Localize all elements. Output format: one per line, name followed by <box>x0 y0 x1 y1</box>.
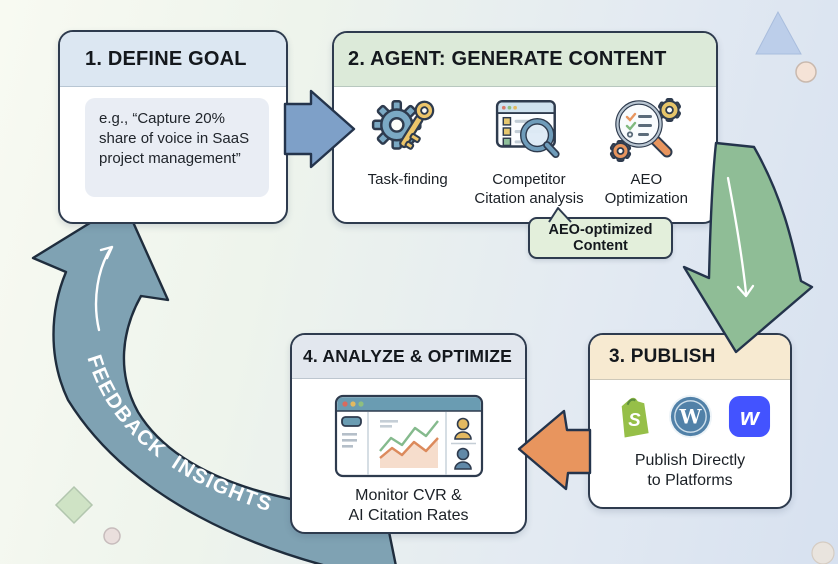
goal-example-box: e.g., “Capture 20% share of voice in Saa… <box>85 98 269 197</box>
circle-decoration-top <box>795 61 817 83</box>
analyze-caption: Monitor CVR & AI Citation Rates <box>348 487 469 525</box>
step-2-title: 2. AGENT: GENERATE CONTENT <box>348 48 667 70</box>
step-3-publish-card: 3. PUBLISH S W w Publish Directly to Pla… <box>588 333 792 509</box>
step-4-analyze-card: 4. ANALYZE & OPTIMIZE <box>290 333 527 534</box>
diamond-decoration <box>54 485 94 525</box>
aeo-optimization-label: AEO <box>630 171 663 188</box>
green-arrow-direction-head <box>736 284 755 298</box>
analytics-dashboard-icon <box>292 394 525 478</box>
wordpress-icon: W <box>668 394 712 439</box>
step-1-title: 1. DEFINE GOAL <box>85 47 247 70</box>
step-2-generate-content-card: 2. AGENT: GENERATE CONTENT <box>332 31 718 224</box>
key-shape <box>398 100 434 150</box>
gear-key-icon <box>369 87 447 171</box>
shopify-icon: S <box>621 397 649 438</box>
competitor-analysis-label: Competitor <box>492 171 566 188</box>
task-finding-item: Task-finding <box>348 87 467 209</box>
feedback-direction-arrow <box>94 246 113 332</box>
webflow-icon: w <box>728 395 770 438</box>
arrow-step3-to-step4 <box>517 409 592 491</box>
circle-decoration-bottom-right <box>811 541 835 564</box>
step-4-title: 4. ANALYZE & OPTIMIZE <box>303 346 513 366</box>
publish-caption: Publish Directly to Platforms <box>634 452 746 490</box>
step-2-header: 2. AGENT: GENERATE CONTENT <box>334 33 716 87</box>
competitor-analysis-item: Competitor Citation analysis <box>467 87 590 209</box>
task-finding-label: Task-finding <box>367 171 448 188</box>
green-arrow-direction-line <box>726 176 748 295</box>
feedback-direction-arrowhead <box>99 245 114 260</box>
circle-decoration-bottom-left <box>103 527 121 545</box>
triangle-decoration <box>755 10 802 55</box>
goal-example-text: e.g., “Capture 20% share of voice in Saa… <box>99 110 250 167</box>
platform-icons-row: S W w <box>590 393 790 440</box>
aeo-optimization-item: AEO Optimization <box>591 87 702 209</box>
aeo-optimized-content-bubble: AEO-optimized Content <box>528 217 673 259</box>
feedback-arc-label: FEEDBACK INSIGHTS <box>82 352 275 516</box>
step-3-title: 3. PUBLISH <box>609 346 716 367</box>
wordpress-letter: W <box>678 405 702 428</box>
webflow-letter: w <box>739 404 760 431</box>
step-1-header: 1. DEFINE GOAL <box>60 32 286 87</box>
step-2-body: Task-finding <box>334 87 716 209</box>
shopify-letter: S <box>628 409 641 430</box>
step-3-header: 3. PUBLISH <box>590 335 790 380</box>
step-1-define-goal-card: 1. DEFINE GOAL e.g., “Capture 20% share … <box>58 30 288 224</box>
magnifier-gears-icon <box>606 87 686 171</box>
browser-search-icon <box>493 87 565 171</box>
step-4-header: 4. ANALYZE & OPTIMIZE <box>292 335 525 379</box>
